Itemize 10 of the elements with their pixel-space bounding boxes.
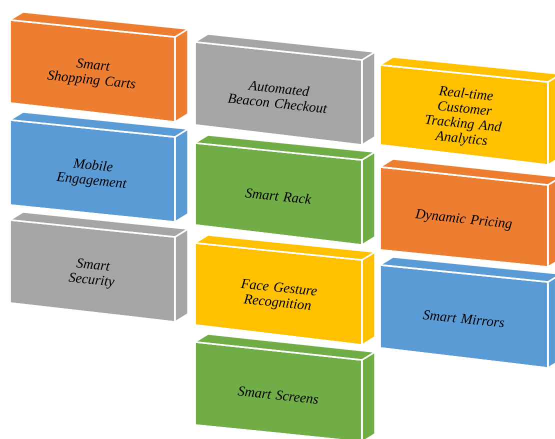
block-box: Face Gesture Recognition [194, 234, 376, 346]
block-box: Smart Rack [194, 134, 376, 246]
block-box: Real-time Customer Tracking And Analytics [379, 56, 555, 166]
block-box: Smart Screens [194, 333, 376, 439]
block-box: Smart Mirrors [379, 256, 555, 369]
block-box: Automated Beacon Checkout [194, 33, 376, 146]
block-box: Dynamic Pricing [379, 158, 555, 268]
block-box: Mobile Engagement [9, 111, 189, 223]
block-box: Smart Shopping Carts [9, 11, 189, 123]
block-box: Smart Security [9, 211, 189, 323]
